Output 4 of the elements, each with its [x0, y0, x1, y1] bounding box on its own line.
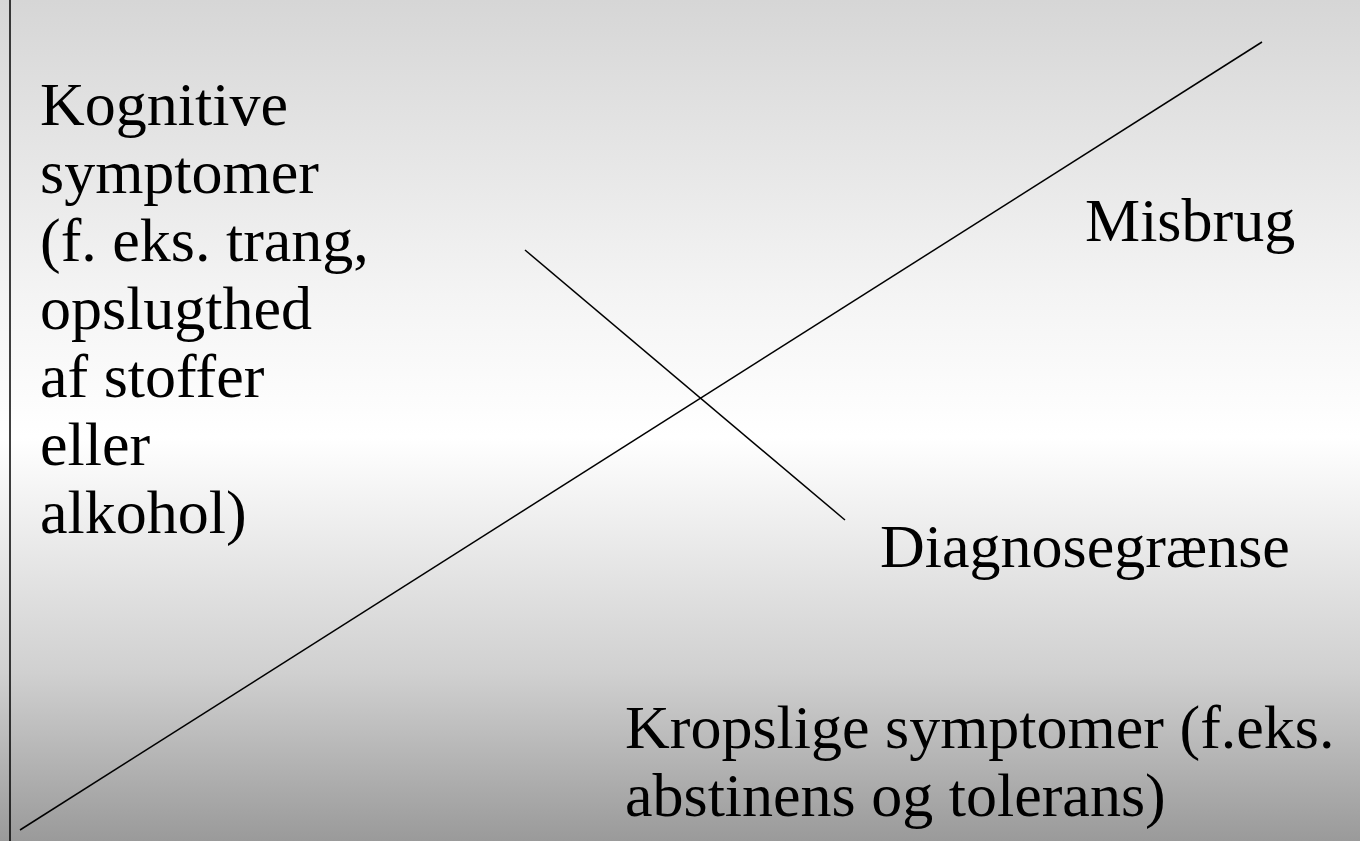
boundary-label: Diagnosegrænse [880, 512, 1291, 580]
symptom-note: Kognitive symptomer (f. eks. trang, opslugthed af stoffer eller alkohol) [40, 70, 370, 546]
region-label: Misbrug [1085, 186, 1297, 254]
symptom-note: Kropslige symptomer (f.eks. abstinens og tolerans) [625, 693, 1336, 829]
